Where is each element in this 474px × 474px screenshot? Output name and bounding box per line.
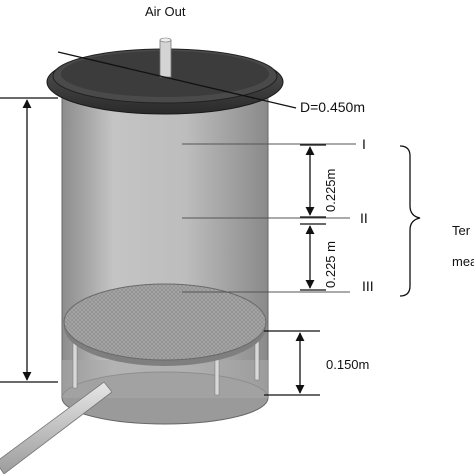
plate-height-label: 0.150m [326,357,369,372]
air-out-label: Air Out [145,4,186,19]
section-3-label: III [362,278,374,294]
spacing-lower-dimension [300,223,326,291]
cylinder-body [61,79,269,425]
spacing-upper-label: 0.225m [323,169,338,212]
distributor-plate [63,283,267,366]
diameter-label: D=0.450m [300,99,365,115]
section-2-label: II [360,210,368,226]
diameter-line [57,51,297,109]
side-label-line-2: mea [452,254,474,269]
side-label-line-1: Ter [452,223,471,238]
overall-height-dimension [0,97,58,383]
spacing-lower-label: 0.225 m [323,241,338,288]
air-outlet-tube [159,37,172,78]
inlet-pipe [0,381,113,474]
plate-height-dimension [264,330,320,396]
section-1-label: I [362,136,366,152]
measurement-brace [399,145,421,297]
spacing-upper-dimension [300,144,326,218]
